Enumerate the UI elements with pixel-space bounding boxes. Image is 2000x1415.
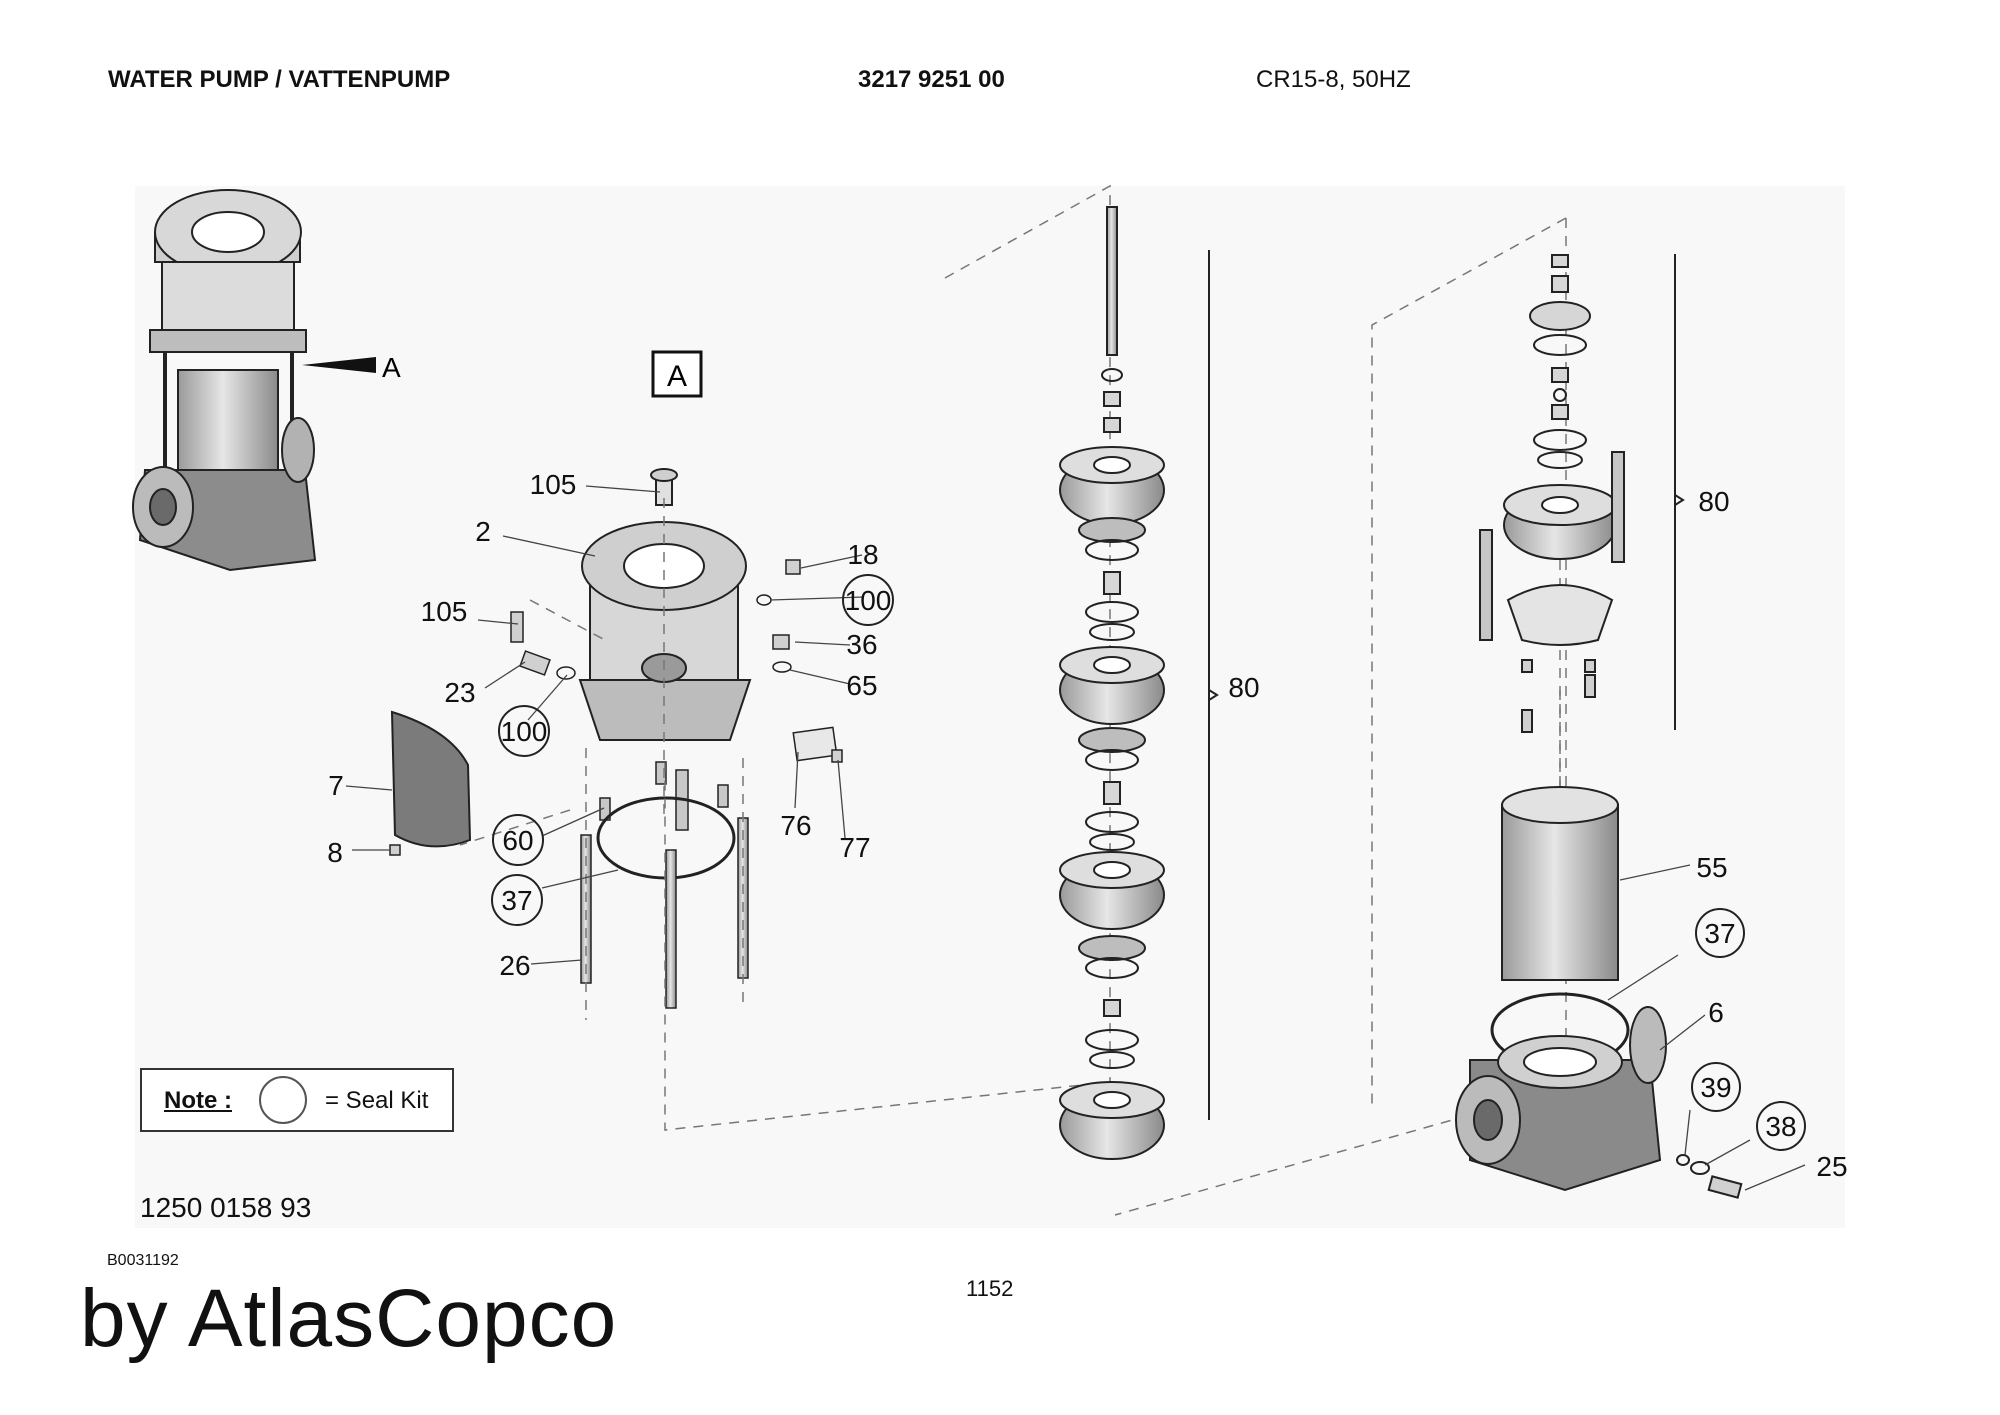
page-number: 1152 xyxy=(966,1276,1014,1301)
callout-25: 25 xyxy=(1816,1151,1847,1182)
callout-65: 65 xyxy=(846,670,877,701)
impeller-stack-middle xyxy=(1059,206,1165,1160)
motor-stool xyxy=(578,468,752,741)
callout-105-left: 105 xyxy=(421,596,468,627)
callout-80-middle: 80 xyxy=(1228,672,1259,703)
seal-kit-circle-icon xyxy=(259,1076,307,1124)
figure-code: B0031192 xyxy=(107,1252,179,1269)
note-text: = Seal Kit xyxy=(325,1087,429,1114)
brand-footer: by AtlasCopco xyxy=(80,1273,618,1364)
callout-7: 7 xyxy=(328,770,344,801)
drawing-number: 1250 0158 93 xyxy=(140,1192,312,1223)
seal-kit-note: Note : = Seal Kit xyxy=(140,1068,454,1132)
view-a-label: A xyxy=(667,360,687,393)
svg-text:A: A xyxy=(382,352,401,383)
small-hardware xyxy=(389,559,843,856)
callout-26: 26 xyxy=(499,950,530,981)
callout-77: 77 xyxy=(839,832,870,863)
callout-55: 55 xyxy=(1696,852,1727,883)
callout-105-top: 105 xyxy=(530,469,577,500)
sleeve-and-base xyxy=(1455,786,1743,1199)
callout-37-right: 37 xyxy=(1704,918,1735,949)
note-label: Note : xyxy=(164,1087,232,1114)
callout-60: 60 xyxy=(502,825,533,856)
bracket-tick-right xyxy=(1674,494,1685,506)
callout-76: 76 xyxy=(780,810,811,841)
pump-overview xyxy=(132,189,317,572)
seal-kit-circles xyxy=(491,574,1806,1151)
part-number: 3217 9251 00 xyxy=(858,66,1005,93)
view-a-pointer: A xyxy=(302,352,401,383)
callout-100-right: 100 xyxy=(845,585,892,616)
callout-6: 6 xyxy=(1708,997,1724,1028)
view-a-box xyxy=(651,350,703,398)
bracket-tick-middle xyxy=(1208,689,1219,701)
callout-36: 36 xyxy=(846,629,877,660)
callout-2: 2 xyxy=(475,516,491,547)
callout-8: 8 xyxy=(327,837,343,868)
leader-lines xyxy=(345,485,1806,1191)
callout-100-left: 100 xyxy=(501,716,548,747)
callout-23: 23 xyxy=(444,677,475,708)
model-designation: CR15-8, 50HZ xyxy=(1256,66,1411,93)
callout-80-right: 80 xyxy=(1698,486,1729,517)
callout-37-left: 37 xyxy=(501,885,532,916)
callout-38: 38 xyxy=(1765,1111,1796,1142)
coupling-guard xyxy=(390,710,472,848)
callout-18: 18 xyxy=(847,539,878,570)
impeller-stack-right xyxy=(1479,254,1625,733)
page-title: WATER PUMP / VATTENPUMP xyxy=(108,66,451,93)
callout-39: 39 xyxy=(1700,1072,1731,1103)
